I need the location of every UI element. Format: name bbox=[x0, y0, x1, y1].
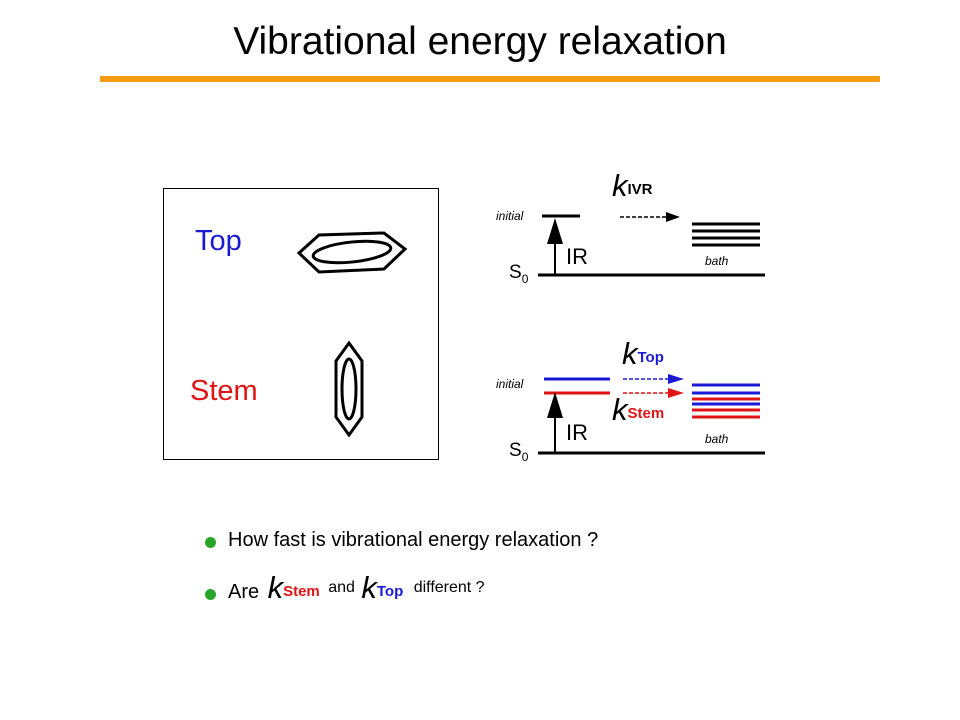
top-initial-label: initial bbox=[496, 209, 524, 223]
bottom-k-stem-symbol: k bbox=[612, 392, 628, 427]
top-ring-hexagon bbox=[296, 231, 408, 274]
bottom-stem-transfer-arrowhead bbox=[668, 388, 684, 398]
page-title: Vibrational energy relaxation bbox=[233, 20, 727, 63]
bottom-top-transfer-arrowhead bbox=[668, 374, 684, 384]
bullet-2-text: Are kStem and kTop different ? bbox=[228, 570, 485, 606]
top-k-subscript: IVR bbox=[627, 181, 653, 198]
top-ground-state-label: S0 bbox=[509, 262, 529, 286]
top-ground-base: S bbox=[509, 262, 522, 283]
top-benzene-ring-icon bbox=[296, 231, 408, 274]
stem-label: Stem bbox=[190, 375, 258, 407]
bottom-energy-diagram bbox=[538, 374, 765, 455]
stem-ring-hexagon bbox=[334, 340, 364, 438]
top-energy-diagram bbox=[538, 212, 765, 277]
top-ground-sub: 0 bbox=[521, 272, 529, 286]
title-underline bbox=[100, 76, 880, 82]
top-k-ivr-label: kIVR bbox=[612, 168, 653, 204]
bottom-ground-sub: 0 bbox=[521, 450, 529, 464]
bottom-k-top-label: kTop bbox=[622, 336, 664, 372]
top-ring-inner bbox=[311, 239, 393, 265]
bottom-ground-state-label: S0 bbox=[509, 440, 529, 464]
top-bath-label: bath bbox=[705, 254, 729, 268]
bullet-2-k-top: k bbox=[361, 570, 377, 605]
bottom-initial-label: initial bbox=[496, 377, 524, 391]
bullet-2-k-stem: k bbox=[267, 570, 284, 605]
top-k-symbol: k bbox=[612, 168, 628, 203]
top-label: Top bbox=[195, 225, 242, 257]
bullet-2-suffix: different ? bbox=[413, 579, 485, 596]
stem-ring-inner bbox=[340, 357, 358, 421]
bottom-ir-arrowhead bbox=[547, 392, 563, 418]
bottom-k-stem-label: kStem bbox=[612, 392, 664, 428]
bullet-2-prefix: Are bbox=[228, 581, 260, 603]
bottom-k-top-symbol: k bbox=[622, 336, 638, 371]
bullet-2-k-top-sub: Top bbox=[376, 583, 404, 600]
stem-benzene-ring-icon bbox=[334, 340, 364, 438]
top-transfer-arrowhead bbox=[666, 212, 680, 222]
top-ir-arrowhead bbox=[547, 218, 563, 244]
bullet-2-and: and bbox=[328, 579, 355, 596]
bullet-2-dot bbox=[205, 589, 216, 600]
bullet-1-text: How fast is vibrational energy relaxatio… bbox=[228, 529, 599, 551]
bottom-k-top-subscript: Top bbox=[637, 349, 664, 366]
bottom-ir-label: IR bbox=[566, 420, 588, 445]
bullet-2-k-stem-sub: Stem bbox=[283, 583, 320, 600]
bottom-k-stem-subscript: Stem bbox=[627, 405, 665, 422]
bottom-bath-label: bath bbox=[705, 432, 729, 446]
molecule-panel: Top Stem bbox=[163, 188, 439, 460]
top-ir-label: IR bbox=[566, 244, 588, 269]
bullet-1-dot bbox=[205, 537, 216, 548]
bottom-ground-base: S bbox=[509, 440, 522, 461]
